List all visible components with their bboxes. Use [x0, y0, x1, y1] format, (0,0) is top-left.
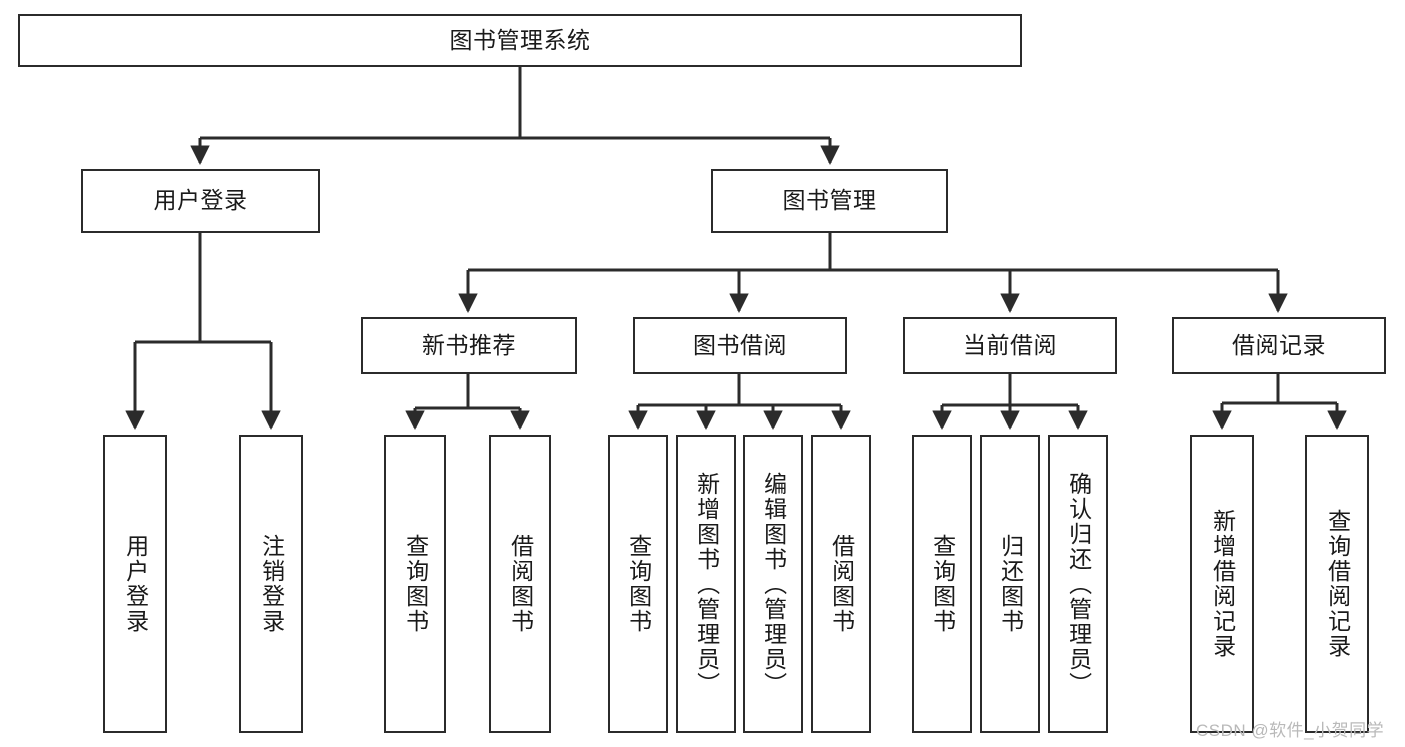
- watermark-text: CSDN @软件_小贺同学: [1196, 721, 1385, 740]
- node-leaf-add-record[interactable]: 新增借阅记录: [1190, 435, 1254, 733]
- node-leaf-borrow-book-2-label: 借阅图书: [828, 534, 855, 634]
- node-leaf-borrow-book-1[interactable]: 借阅图书: [489, 435, 551, 733]
- node-leaf-confirm-return-label: 确认归还（管理员）: [1065, 471, 1092, 697]
- node-leaf-query-record-label: 查询借阅记录: [1324, 509, 1351, 659]
- node-borrow-record-label: 借阅记录: [1232, 331, 1326, 358]
- node-leaf-query-book-2[interactable]: 查询图书: [608, 435, 668, 733]
- node-leaf-query-book-1-label: 查询图书: [402, 534, 429, 634]
- node-book-borrow-label: 图书借阅: [693, 331, 787, 358]
- node-leaf-user-login[interactable]: 用户登录: [103, 435, 167, 733]
- node-leaf-add-record-label: 新增借阅记录: [1209, 509, 1236, 659]
- node-leaf-add-book[interactable]: 新增图书（管理员）: [676, 435, 736, 733]
- node-leaf-query-book-3[interactable]: 查询图书: [912, 435, 972, 733]
- node-leaf-confirm-return[interactable]: 确认归还（管理员）: [1048, 435, 1108, 733]
- node-new-book-recommend-label: 新书推荐: [422, 331, 516, 358]
- node-new-book-recommend[interactable]: 新书推荐: [361, 317, 577, 374]
- node-leaf-return-book-label: 归还图书: [997, 534, 1024, 634]
- node-leaf-add-book-label: 新增图书（管理员）: [693, 471, 720, 697]
- node-leaf-logout-login-label: 注销登录: [258, 534, 285, 634]
- node-user-login[interactable]: 用户登录: [81, 169, 320, 233]
- node-leaf-query-book-1[interactable]: 查询图书: [384, 435, 446, 733]
- node-leaf-logout-login[interactable]: 注销登录: [239, 435, 303, 733]
- node-book-manage[interactable]: 图书管理: [711, 169, 948, 233]
- node-leaf-edit-book[interactable]: 编辑图书（管理员）: [743, 435, 803, 733]
- node-leaf-borrow-book-2[interactable]: 借阅图书: [811, 435, 871, 733]
- node-leaf-edit-book-label: 编辑图书（管理员）: [760, 471, 787, 697]
- node-leaf-query-book-3-label: 查询图书: [929, 534, 956, 634]
- node-root[interactable]: 图书管理系统: [18, 14, 1022, 67]
- node-leaf-query-record[interactable]: 查询借阅记录: [1305, 435, 1369, 733]
- node-root-label: 图书管理系统: [449, 26, 591, 53]
- node-borrow-record[interactable]: 借阅记录: [1172, 317, 1386, 374]
- node-book-borrow[interactable]: 图书借阅: [633, 317, 847, 374]
- node-leaf-borrow-book-1-label: 借阅图书: [507, 534, 534, 634]
- node-leaf-user-login-label: 用户登录: [122, 534, 149, 634]
- node-leaf-query-book-2-label: 查询图书: [625, 534, 652, 634]
- node-current-borrow-label: 当前借阅: [963, 331, 1057, 358]
- node-book-manage-label: 图书管理: [782, 187, 877, 214]
- node-leaf-return-book[interactable]: 归还图书: [980, 435, 1040, 733]
- node-current-borrow[interactable]: 当前借阅: [903, 317, 1117, 374]
- node-user-login-label: 用户登录: [153, 187, 248, 214]
